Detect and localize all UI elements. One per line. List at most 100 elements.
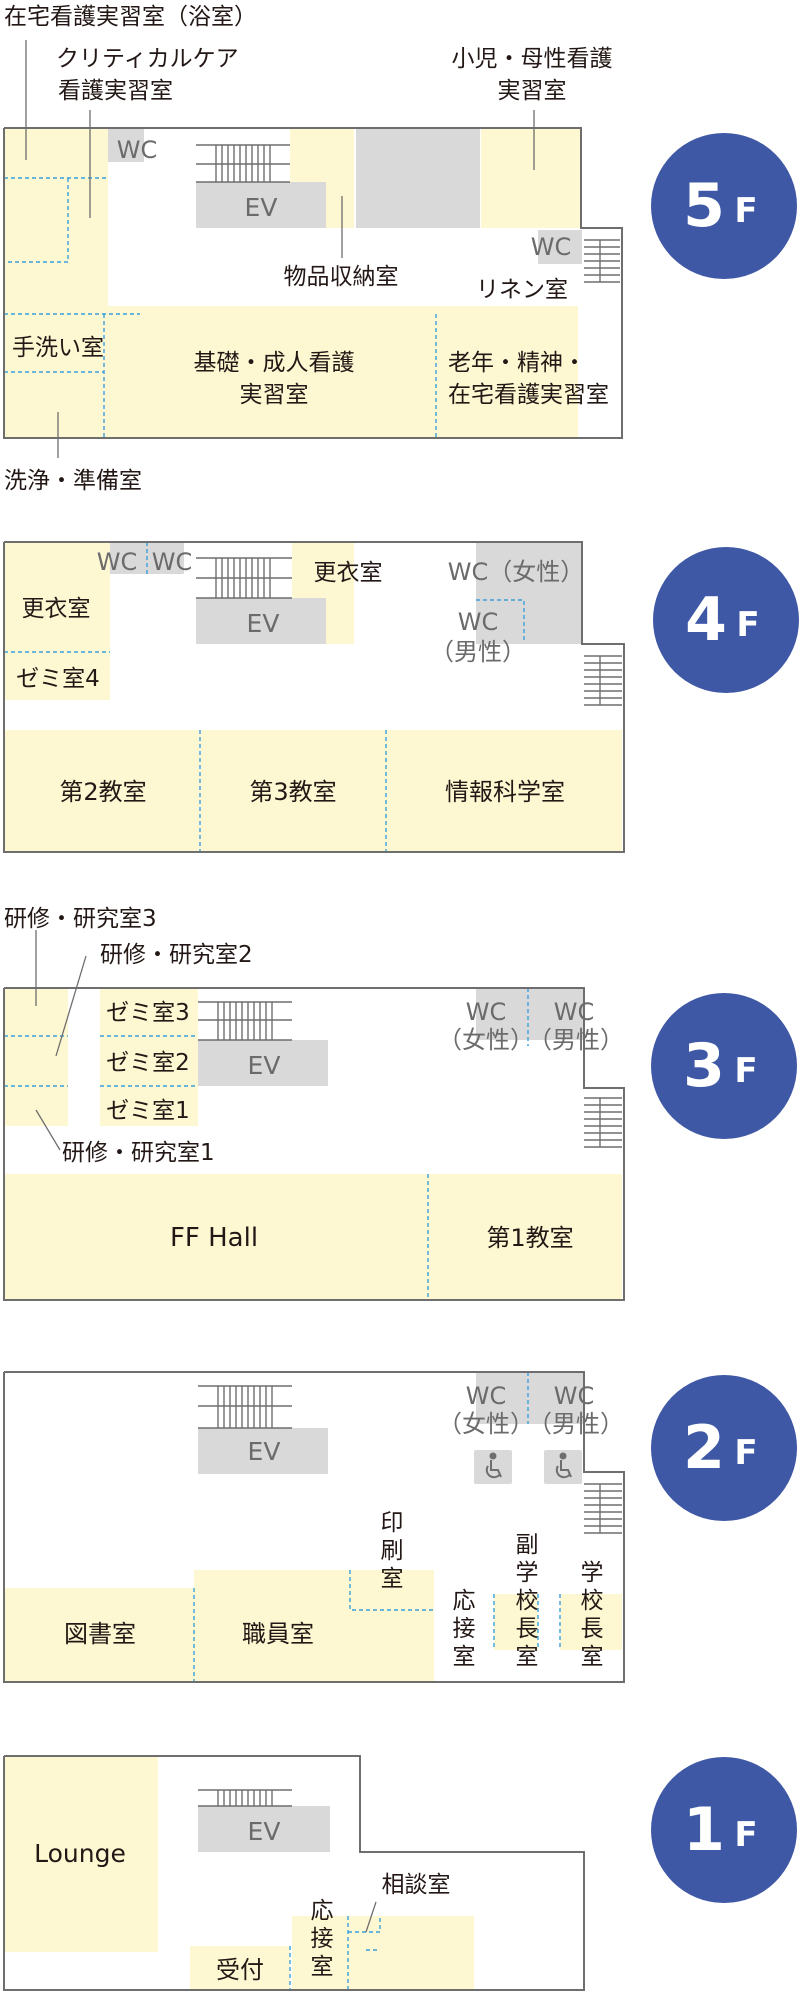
floor-badge-number: 5 — [683, 171, 725, 241]
wc-label: WC — [152, 548, 193, 576]
label-char: 応 — [453, 1588, 476, 1614]
label-char: 校 — [581, 1588, 604, 1614]
label-char: 接 — [311, 1926, 334, 1952]
floor-badge-number: 2 — [683, 1413, 725, 1483]
wc-female-label: WC — [466, 1382, 507, 1410]
label-staff-room: 職員室 — [242, 1620, 314, 1648]
label-info-science: 情報科学室 — [445, 778, 565, 806]
floor-5f: 在宅看護実習室（浴室） クリティカルケア 看護実習室 小児・母性看護 実習室 W… — [3, 4, 797, 494]
label-library: 図書室 — [64, 1620, 136, 1648]
wc-female-label: （女性） — [438, 1026, 534, 1054]
accessible-toilet-icon — [544, 1450, 582, 1484]
wc-female-label: （女性） — [438, 1410, 534, 1438]
floor-3f: 研修・研究室3 研修・研究室2 ゼミ室3 ゼミ室2 ゼミ室1 研修・研究室1 E… — [3, 906, 797, 1301]
label-char: 室 — [453, 1644, 476, 1670]
label-geriatric-room: 在宅看護実習室 — [448, 382, 609, 408]
ev-label: EV — [248, 1437, 281, 1466]
wc-label: WC — [97, 548, 138, 576]
label-research3: 研修・研究室3 — [4, 906, 157, 932]
ev-label: EV — [245, 193, 278, 222]
label-print-room: 印 刷 室 — [381, 1510, 404, 1592]
label-geriatric: 老年・精神・ — [448, 350, 586, 376]
floor-badge-number: 1 — [683, 1795, 725, 1865]
label-seminar2: ゼミ室2 — [106, 1050, 190, 1076]
label-reception-room-1f: 応 接 室 — [311, 1898, 334, 1980]
floor-4f: WC WC 更衣室 WC（女性） 更衣室 EV WC （男性） ゼミ室4 第2教… — [3, 541, 799, 853]
floor-badge-5f — [651, 133, 797, 279]
stairs-icon — [584, 655, 622, 706]
label-critical-care: クリティカルケア — [56, 46, 239, 72]
wc-label: WC — [531, 233, 572, 261]
label-locker-room: 更衣室 — [22, 596, 91, 622]
label-locker-room: 更衣室 — [314, 560, 383, 586]
floor-badge-2f — [651, 1375, 797, 1521]
label-char: 校 — [516, 1588, 539, 1614]
label-classroom1: 第1教室 — [486, 1224, 573, 1252]
stairs-icon — [196, 144, 290, 183]
label-handwash: 手洗い室 — [12, 335, 104, 361]
label-research2: 研修・研究室2 — [100, 942, 253, 968]
label-washing: 洗浄・準備室 — [4, 468, 142, 494]
label-char: 長 — [581, 1616, 604, 1642]
floor-2f: EV WC （女性） WC （男性） 印 刷 室 副 学 校 長 室 学 校 長… — [3, 1371, 797, 1683]
stairs-icon — [196, 557, 292, 599]
label-basic-adult: 基礎・成人看護 — [194, 350, 355, 376]
floor-badge-4f — [653, 547, 799, 693]
label-home-nursing-bath: 在宅看護実習室（浴室） — [4, 4, 257, 30]
stairs-icon — [198, 1789, 292, 1807]
label-char: 副 — [516, 1532, 539, 1558]
label-classroom2: 第2教室 — [59, 778, 146, 806]
label-basic-adult-room: 実習室 — [240, 382, 309, 408]
floor-badge-suffix: F — [734, 191, 757, 231]
label-char: 応 — [311, 1898, 334, 1924]
wc-male-label: WC — [458, 608, 499, 636]
label-research1: 研修・研究室1 — [62, 1140, 215, 1166]
label-front-desk: 受付 — [216, 1956, 264, 1984]
label-char: 長 — [516, 1616, 539, 1642]
label-critical-care-room: 看護実習室 — [58, 78, 173, 104]
label-char: 室 — [311, 1954, 334, 1980]
label-char: 学 — [516, 1560, 539, 1586]
label-char: 室 — [516, 1644, 539, 1670]
label-linen: リネン室 — [476, 277, 568, 303]
floor-badge-suffix: F — [734, 1051, 757, 1091]
wc-male-label: WC — [554, 998, 595, 1026]
wc-male-label: （男性） — [430, 638, 526, 666]
stairs-icon — [198, 1001, 292, 1041]
wc-male-label: （男性） — [528, 1410, 624, 1438]
label-pediatric-room: 実習室 — [498, 78, 567, 104]
label-storage: 物品収納室 — [284, 264, 399, 290]
label-char: 学 — [581, 1560, 604, 1586]
wc-female-label: WC — [466, 998, 507, 1026]
wc-male-label: WC — [554, 1382, 595, 1410]
ev-label: EV — [248, 1051, 281, 1080]
accessible-toilet-icon — [474, 1450, 512, 1484]
floor-badge-number: 4 — [685, 585, 727, 655]
wc-label: WC — [117, 136, 158, 164]
stairs-icon — [584, 1097, 622, 1148]
label-classroom3: 第3教室 — [249, 778, 336, 806]
floor-1f: Lounge EV 相談室 応 接 室 受付 1 F — [3, 1755, 797, 1991]
wc-male-label: （男性） — [528, 1026, 624, 1054]
stairs-icon — [584, 1483, 622, 1534]
wc-block — [108, 128, 144, 162]
ev-label: EV — [248, 1817, 281, 1846]
elevator — [196, 182, 326, 228]
label-char: 刷 — [381, 1538, 404, 1564]
floor-badge-number: 3 — [683, 1031, 725, 1101]
ev-label: EV — [247, 609, 280, 638]
label-seminar1: ゼミ室1 — [106, 1098, 190, 1124]
label-char: 室 — [581, 1644, 604, 1670]
label-pediatric: 小児・母性看護 — [452, 46, 613, 72]
label-lounge: Lounge — [34, 1839, 126, 1868]
label-char: 室 — [381, 1566, 404, 1592]
stairs-icon — [584, 239, 620, 283]
floor-badge-suffix: F — [734, 1433, 757, 1473]
wc-female-label: WC（女性） — [448, 558, 585, 586]
label-reception-room: 応 接 室 — [453, 1588, 476, 1670]
label-seminar4: ゼミ室4 — [16, 666, 100, 692]
stairs-icon — [198, 1385, 292, 1429]
label-ff-hall: FF Hall — [170, 1223, 258, 1253]
floor-badge-suffix: F — [736, 605, 759, 645]
